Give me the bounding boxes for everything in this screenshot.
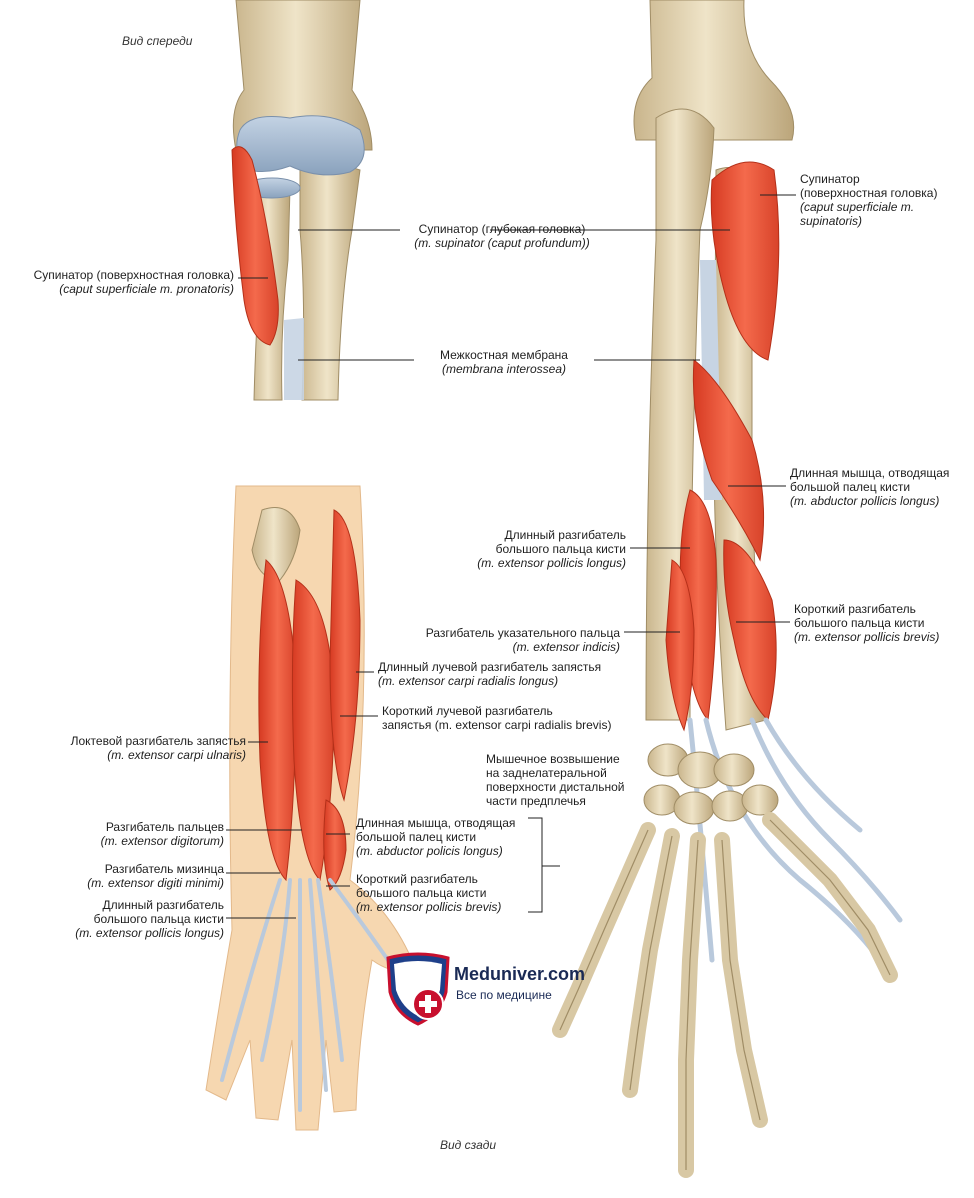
label-epb-right-ru1: Короткий разгибатель: [794, 602, 916, 616]
metacarpals-outline: [559, 819, 891, 1170]
supinator-back-muscle: [710, 161, 780, 361]
label-extensor-digiti-minimi: Разгибатель мизинца (m. extensor digiti …: [20, 862, 224, 890]
label-supinator-deep-ru: Супинатор (глубокая головка): [418, 222, 586, 236]
label-epl-left-la: (m. extensor pollicis longus): [75, 926, 224, 940]
label-epl-right-la: (m. extensor pollicis longus): [477, 556, 626, 570]
label-ed-ru: Разгибатель пальцев: [105, 820, 224, 834]
interosseous-membrane-front: [284, 318, 304, 400]
extensor-indicis-muscle: [665, 559, 695, 732]
label-me-l2: на заднелатеральной: [486, 766, 607, 780]
label-ecrb-ru2: запястья (m. extensor carpi radialis bre…: [382, 718, 612, 732]
metacarpals-phalanges: [552, 812, 898, 1178]
ulna-front: [299, 164, 361, 401]
view-title-front: Вид спереди: [122, 34, 193, 48]
abductor-brevis-group: [323, 799, 347, 891]
logo-subtitle: Все по медицине: [456, 988, 552, 1002]
label-epb-left-ru1: Короткий разгибатель: [356, 872, 478, 886]
label-supinator-superficial-left-ru: Супинатор (поверхностная головка): [33, 268, 234, 282]
supinator-front-muscle: [231, 146, 279, 346]
label-apl-left-la: (m. abductor policis longus): [356, 844, 503, 858]
label-apl-right-ru1: Длинная мышца, отводящая: [790, 466, 950, 480]
leader-lines: [226, 194, 796, 919]
posterior-superficial-figure: [205, 485, 413, 1131]
label-apl-right-ru2: большой палец кисти: [790, 480, 911, 494]
label-edm-ru: Разгибатель мизинца: [104, 862, 224, 876]
label-supinator-deep-la: (m. supinator (caput profundum)): [414, 236, 590, 250]
label-supinator-sr-la2: supinatoris): [800, 214, 863, 228]
label-epl-left-ru1: Длинный разгибатель: [102, 898, 224, 912]
label-ecu-ru: Локтевой разгибатель запястья: [70, 734, 246, 748]
label-interosseous-ru: Межкостная мембрана: [440, 348, 568, 362]
humerus-back: [633, 0, 795, 141]
label-extensor-indicis: Разгибатель указательного пальца (m. ext…: [396, 626, 620, 654]
label-supinator-superficial-left: Супинатор (поверхностная головка) (caput…: [4, 268, 234, 296]
label-ei-la: (m. extensor indicis): [512, 640, 620, 654]
label-supinator-sr-ru1: Супинатор: [800, 172, 860, 186]
ecu-muscle: [258, 559, 297, 882]
label-extensor-pollicis-longus-left: Длинный разгибатель большого пальца кист…: [20, 898, 224, 940]
shield-cross-icon: [386, 952, 450, 1026]
label-me-l1: Мышечное возвышение: [486, 752, 620, 766]
label-supinator-sr-ru2: (поверхностная головка): [800, 186, 938, 200]
label-ecrl-la: (m. extensor carpi radialis longus): [378, 674, 559, 688]
label-me-l4: части предплечья: [486, 794, 586, 808]
label-ei-ru: Разгибатель указательного пальца: [425, 626, 620, 640]
label-ed-la: (m. extensor digitorum): [100, 834, 224, 848]
label-supinator-deep: Супинатор (глубокая головка) (m. supinat…: [402, 222, 602, 250]
label-ecrl-ru: Длинный лучевой разгибатель запястья: [378, 660, 602, 674]
label-interosseous-membrane: Межкостная мембрана (membrana interossea…: [414, 348, 594, 376]
label-extensor-pollicis-brevis-right: Короткий разгибатель большого пальца кис…: [794, 602, 939, 644]
label-epl-right-ru1: Длинный разгибатель: [504, 528, 626, 542]
label-abductor-pollicis-longus-left: Длинная мышца, отводящая большой палец к…: [356, 816, 515, 858]
label-supinator-sr-la1: (caput superficiale m.: [800, 200, 915, 214]
label-epl-left-ru2: большого пальца кисти: [93, 912, 224, 926]
label-apl-right-la: (m. abductor pollicis longus): [790, 494, 940, 508]
front-elbow-figure: [231, 0, 373, 401]
label-supinator-superficial-left-la: (caput superficiale m. pronatoris): [59, 282, 234, 296]
label-apl-left-ru1: Длинная мышца, отводящая: [356, 816, 516, 830]
abductor-pollicis-longus-muscle: [692, 359, 765, 562]
label-ecu: Локтевой разгибатель запястья (m. extens…: [10, 734, 246, 762]
label-ecu-la: (m. extensor carpi ulnaris): [107, 748, 246, 762]
meduniver-logo[interactable]: Meduniver.com Все по медицине: [384, 952, 604, 1026]
label-extensor-digitorum: Разгибатель пальцев (m. extensor digitor…: [20, 820, 224, 848]
ecrl-muscle: [329, 509, 361, 802]
label-extensor-pollicis-longus-right: Длинный разгибатель большого пальца кист…: [440, 528, 626, 570]
label-epl-right-ru2: большого пальца кисти: [495, 542, 626, 556]
label-supinator-superficial-right: Супинатор (поверхностная головка) (caput…: [800, 172, 937, 228]
trochlea-cartilage: [236, 115, 365, 176]
ulna-olecranon: [251, 507, 301, 581]
label-interosseous-la: (membrana interossea): [441, 362, 567, 376]
label-epb-right-la: (m. extensor pollicis brevis): [794, 630, 940, 644]
label-epb-left-la: (m. extensor pollicis brevis): [356, 900, 502, 914]
label-muscle-eminence: Мышечное возвышение на заднелатеральной …: [486, 752, 624, 808]
label-epb-right-ru2: большого пальца кисти: [794, 616, 925, 630]
label-ecrl: Длинный лучевой разгибатель запястья (m.…: [378, 660, 601, 688]
carpal-bones: [643, 743, 779, 825]
label-me-l3: поверхности дистальной: [486, 780, 625, 794]
posterior-deep-figure: [552, 0, 903, 1178]
label-ecrb: Короткий лучевой разгибатель запястья (m…: [382, 704, 611, 732]
label-abductor-pollicis-longus-right: Длинная мышца, отводящая большой палец к…: [790, 466, 949, 508]
humerus-front: [232, 0, 373, 151]
superficial-tendons: [220, 878, 390, 1112]
label-apl-left-ru2: большой палец кисти: [356, 830, 477, 844]
label-extensor-pollicis-brevis-left: Короткий разгибатель большого пальца кис…: [356, 872, 501, 914]
label-epb-left-ru2: большого пальца кисти: [356, 886, 487, 900]
view-title-back: Вид сзади: [440, 1138, 497, 1152]
label-ecrb-ru1: Короткий лучевой разгибатель: [382, 704, 553, 718]
logo-name: Meduniver.com: [454, 964, 586, 984]
label-edm-la: (m. extensor digiti minimi): [87, 876, 224, 890]
